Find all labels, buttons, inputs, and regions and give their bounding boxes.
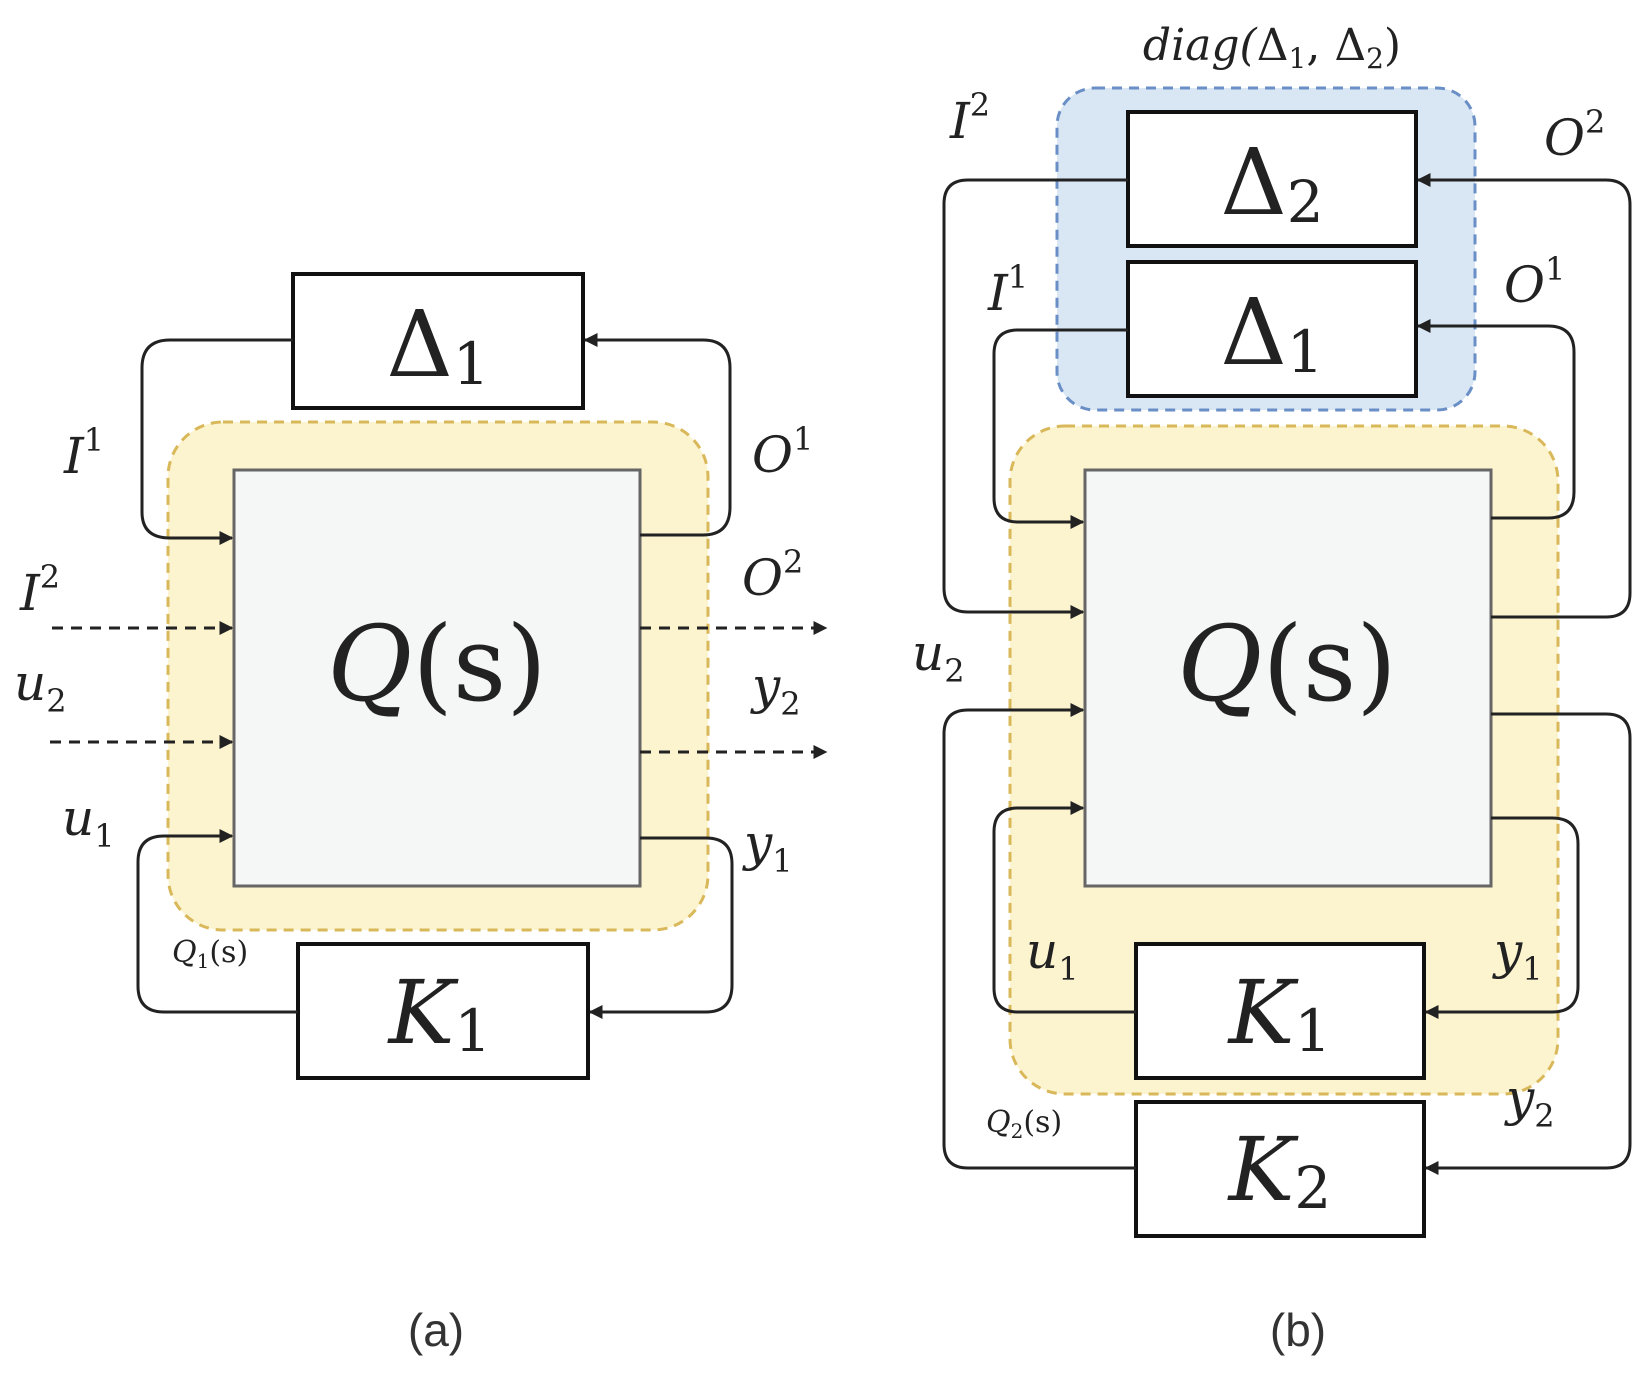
wire-plant-o2-to-delta2 <box>1416 173 1632 619</box>
label-i2: I2 <box>949 86 990 150</box>
label-i2: I2 <box>19 558 60 622</box>
wire-delta1-to-plant-i1 <box>140 338 293 545</box>
label-y2: y2 <box>750 657 801 723</box>
wire-plant-o1-to-delta1 <box>1416 319 1576 520</box>
delta1-block <box>291 272 585 410</box>
label-o1: O1 <box>1504 250 1565 314</box>
label-i1: I1 <box>63 421 104 485</box>
plant-label: Q(s) <box>1177 603 1397 725</box>
label-u1: u1 <box>1026 922 1079 988</box>
delta1-label: Δ1 <box>1220 279 1323 386</box>
k2-block <box>1134 1100 1426 1238</box>
wire-delta2-to-plant-i2 <box>942 178 1128 619</box>
wire-plant-y1-to-k1 <box>588 836 734 1019</box>
label-y1: y1 <box>742 814 793 880</box>
wire-plant-y2-to-k2 <box>1424 712 1632 1175</box>
delta1-block <box>1126 260 1418 398</box>
label-y1: y1 <box>1492 922 1543 988</box>
delta1-label: Δ1 <box>386 291 489 398</box>
k1-label: K1 <box>387 961 492 1065</box>
diag-label: diag(Δ1, Δ2) <box>1143 20 1401 75</box>
plant-label: Q(s) <box>327 603 547 725</box>
label-y2: y2 <box>1504 1069 1555 1135</box>
label-u2: u2 <box>14 654 67 720</box>
label-i1: I1 <box>987 258 1028 322</box>
delta2-label: Δ2 <box>1220 129 1323 236</box>
region-label-q2: Q2(s) <box>986 1105 1062 1143</box>
caption-b: (b) <box>1270 1304 1326 1356</box>
wire-delta1-to-plant-i1 <box>992 328 1128 529</box>
label-u2: u2 <box>912 624 965 690</box>
region-label-q1: Q1(s) <box>172 935 248 973</box>
wire-k1-to-plant-u1 <box>992 801 1136 1014</box>
label-u1: u1 <box>62 789 115 855</box>
panel-b: Q(s) Δ2 Δ1 K1 K2 diag(Δ1, Δ2) I2 I1 O2 O… <box>912 20 1632 1356</box>
plant-block-q <box>1083 468 1493 888</box>
label-o2: O2 <box>1544 103 1605 167</box>
label-o2: O2 <box>742 543 803 607</box>
k1-label: K1 <box>1227 961 1332 1065</box>
label-o1: O1 <box>752 420 813 484</box>
wire-plant-y1-to-k1 <box>1424 816 1580 1019</box>
wire-k1-to-plant-u1 <box>136 829 298 1014</box>
delta2-block <box>1126 110 1418 248</box>
panel-a: Q(s) Δ1 K1 I1 I2 u2 u1 O1 O2 y2 y1 Q1(s)… <box>14 272 828 1356</box>
plant-block-q <box>232 468 642 888</box>
wire-plant-o1-to-delta1 <box>583 333 732 537</box>
caption-a: (a) <box>408 1304 464 1356</box>
wire-k2-to-plant-u2 <box>942 703 1136 1170</box>
k2-label: K2 <box>1227 1118 1332 1222</box>
